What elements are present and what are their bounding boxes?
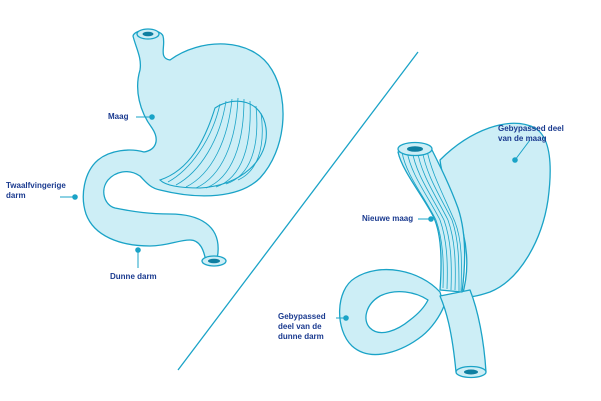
- normal-anatomy: [82, 28, 284, 267]
- label-gebypassed-darm-line1: Gebypassed: [278, 312, 326, 321]
- label-twaalf-line1: Twaalfvingerige: [6, 181, 66, 190]
- left-leaders: [60, 114, 155, 268]
- label-nieuwe-maag: Nieuwe maag: [362, 214, 413, 224]
- stomach-folds-outline: [158, 100, 267, 189]
- label-gebypassed-darm-line2: deel van de: [278, 322, 322, 331]
- stomach-folds: [167, 97, 263, 189]
- label-nieuwe-maag-text: Nieuwe maag: [362, 214, 414, 223]
- label-dunne-darm: Dunne darm: [110, 272, 157, 282]
- label-maag: Maag: [108, 112, 128, 122]
- label-gebypassed-darm-line3: dunne darm: [278, 332, 324, 341]
- new-stomach-folds: [401, 148, 462, 292]
- label-gebypassed-darm: Gebypassed deel van de dunne darm: [278, 312, 326, 342]
- label-gebypassed-maag-line2: van de maag: [498, 134, 547, 143]
- label-gebypassed-maag: Gebypassed deel van de maag: [498, 124, 564, 144]
- bypassed-intestine-shape: [338, 268, 445, 356]
- descending-intestine-shape: [439, 289, 487, 373]
- stomach-shape: [82, 29, 284, 263]
- label-gebypassed-maag-line1: Gebypassed deel: [498, 124, 564, 133]
- right-leaders: [336, 139, 531, 321]
- label-twaalf-line2: darm: [6, 191, 26, 200]
- divider-line: [177, 51, 419, 371]
- label-twaalfvingerige-darm: Twaalfvingerige darm: [6, 181, 66, 201]
- label-maag-text: Maag: [108, 112, 129, 121]
- bypass-anatomy: [338, 122, 551, 379]
- label-dunne-darm-text: Dunne darm: [110, 272, 157, 281]
- new-stomach-shape: [397, 149, 466, 293]
